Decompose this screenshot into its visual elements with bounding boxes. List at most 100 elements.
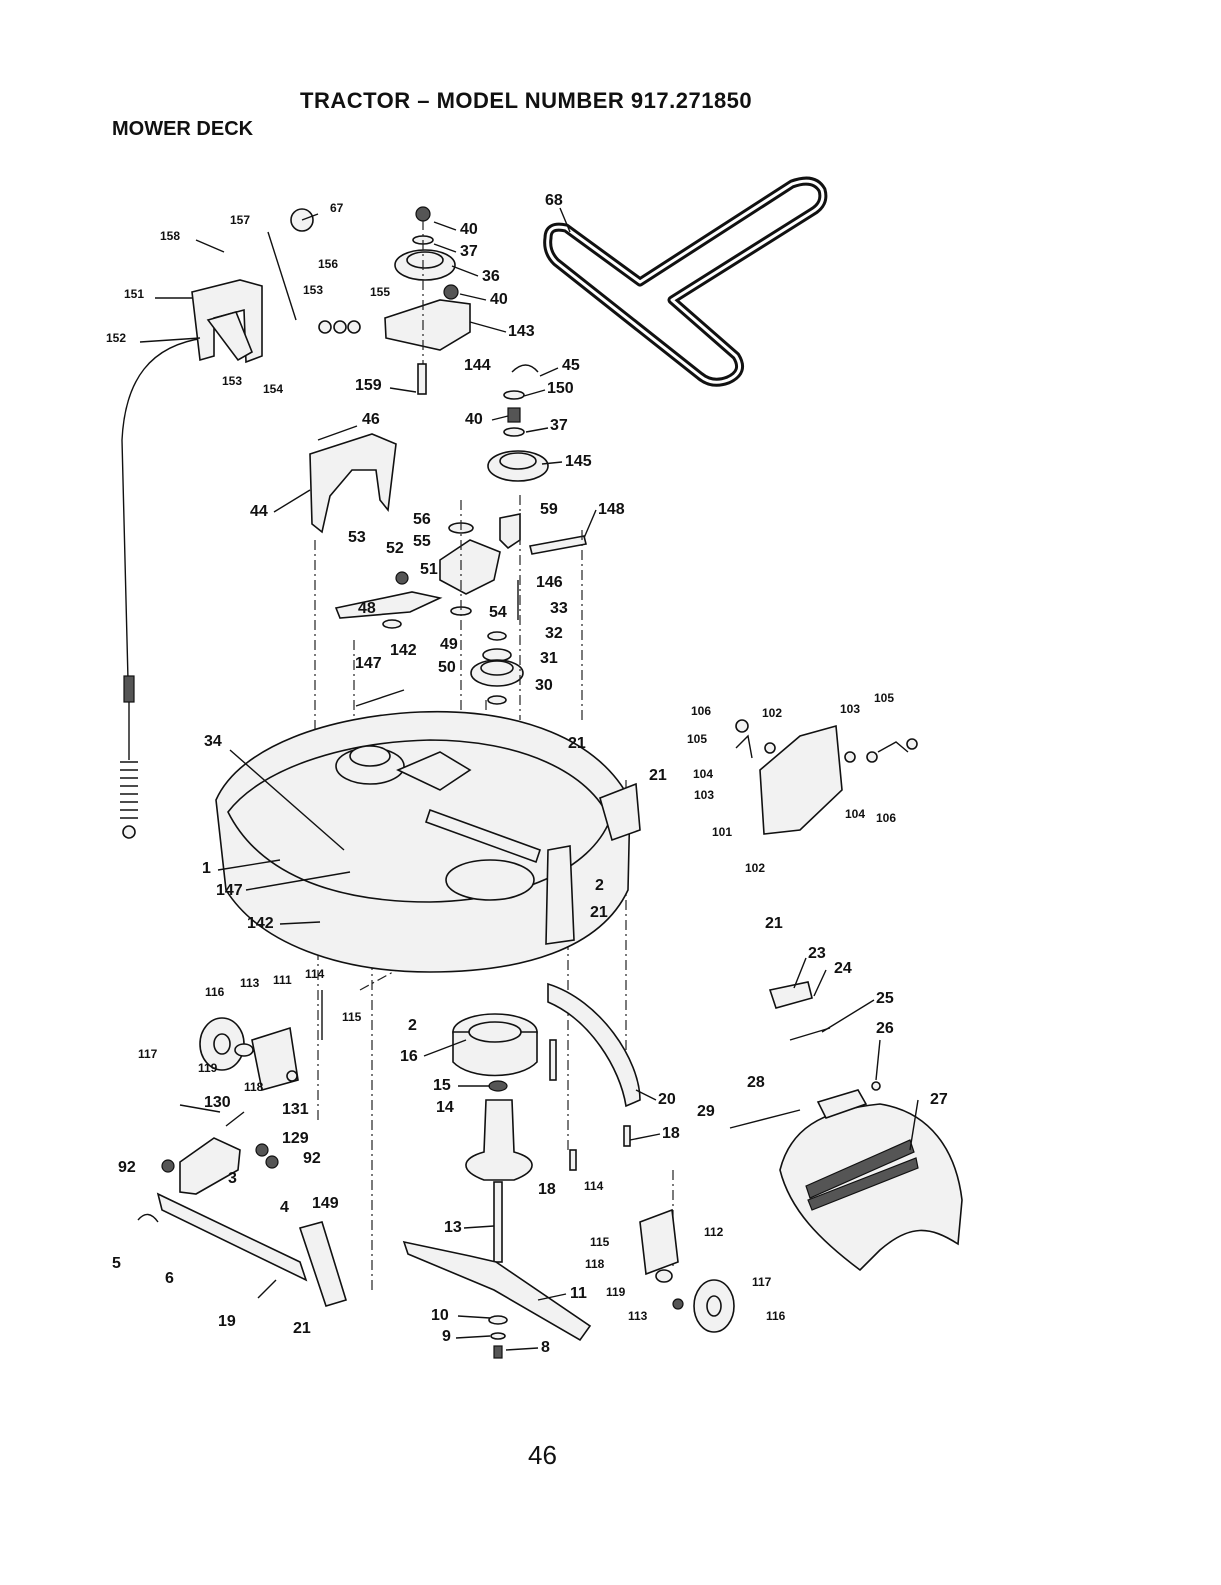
part-callout-118: 118	[244, 1080, 264, 1094]
part-callout-104: 104	[845, 807, 865, 821]
part-callout-21: 21	[293, 1320, 311, 1337]
idler-pulley-assembly	[384, 206, 471, 395]
part-callout-147: 147	[355, 655, 382, 672]
part-callout-151: 151	[124, 287, 144, 301]
part-callout-145: 145	[565, 453, 592, 470]
part-callout-40: 40	[465, 411, 483, 428]
part-callout-46: 46	[362, 411, 380, 428]
part-callout-116: 116	[205, 985, 225, 999]
part-callout-21: 21	[590, 904, 608, 921]
part-callout-155: 155	[370, 285, 390, 299]
part-callout-152: 152	[106, 331, 126, 345]
part-callout-2: 2	[595, 877, 604, 894]
part-callout-3: 3	[228, 1170, 237, 1187]
part-callout-157: 157	[230, 213, 250, 227]
part-callout-154: 154	[263, 382, 283, 396]
part-callout-159: 159	[355, 377, 382, 394]
part-callout-16: 16	[400, 1048, 418, 1065]
part-callout-101: 101	[712, 825, 732, 839]
part-callout-54: 54	[489, 604, 507, 621]
part-callout-150: 150	[547, 380, 574, 397]
part-callout-23: 23	[808, 945, 826, 962]
part-callout-153: 153	[303, 283, 323, 297]
part-callout-67: 67	[330, 201, 344, 215]
part-callout-130: 130	[204, 1094, 231, 1111]
callout-leaders	[139, 207, 919, 1351]
part-callout-56: 56	[413, 511, 431, 528]
part-callout-115: 115	[590, 1235, 610, 1249]
part-callout-117: 117	[752, 1275, 772, 1289]
part-callout-153: 153	[222, 374, 242, 388]
part-callout-36: 36	[482, 268, 500, 285]
part-callout-6: 6	[165, 1270, 174, 1287]
part-callout-18: 18	[662, 1125, 680, 1142]
part-callout-103: 103	[694, 788, 714, 802]
part-callout-92: 92	[118, 1159, 136, 1176]
part-callout-102: 102	[745, 861, 765, 875]
part-callout-4: 4	[280, 1199, 289, 1216]
center-pulley-31	[470, 631, 524, 705]
part-callout-112: 112	[704, 1225, 724, 1239]
part-callout-5: 5	[112, 1255, 121, 1272]
part-callout-143: 143	[508, 323, 535, 340]
part-callout-19: 19	[218, 1313, 236, 1330]
part-callout-156: 156	[318, 257, 338, 271]
part-callout-26: 26	[876, 1020, 894, 1037]
part-callout-18: 18	[538, 1181, 556, 1198]
v-belt-68	[543, 176, 828, 387]
part-callout-147: 147	[216, 882, 243, 899]
part-callout-21: 21	[568, 735, 586, 752]
part-callout-158: 158	[160, 229, 180, 243]
part-callout-119: 119	[606, 1285, 626, 1299]
part-callout-104: 104	[693, 767, 713, 781]
part-callout-25: 25	[876, 990, 894, 1007]
part-callout-24: 24	[834, 960, 852, 977]
part-callout-117: 117	[138, 1047, 158, 1061]
page-title: TRACTOR – MODEL NUMBER 917.271850	[300, 88, 753, 113]
part-callout-29: 29	[697, 1103, 715, 1120]
part-callout-149: 149	[312, 1195, 339, 1212]
part-callout-51: 51	[420, 561, 438, 578]
part-callout-10: 10	[431, 1307, 449, 1324]
rear-hanger-20	[547, 982, 735, 1333]
part-callout-30: 30	[535, 677, 553, 694]
part-callout-105: 105	[687, 732, 707, 746]
part-callout-92: 92	[303, 1150, 321, 1167]
idler-arm-55	[439, 513, 587, 620]
part-callout-13: 13	[444, 1219, 462, 1236]
part-callout-113: 113	[628, 1309, 648, 1323]
lift-bracket-151	[191, 208, 361, 364]
part-callout-15: 15	[433, 1077, 451, 1094]
part-callout-11: 11	[570, 1285, 587, 1302]
part-callout-142: 142	[390, 642, 417, 659]
part-callout-44: 44	[250, 503, 268, 520]
part-callout-55: 55	[413, 533, 431, 550]
part-callout-20: 20	[658, 1091, 676, 1108]
part-callout-116: 116	[766, 1309, 786, 1323]
part-callout-21: 21	[765, 915, 783, 932]
side-deflector-101	[735, 719, 918, 835]
part-callout-9: 9	[442, 1328, 451, 1345]
part-callout-32: 32	[545, 625, 563, 642]
part-callout-105: 105	[874, 691, 894, 705]
gauge-wheel-117-left	[199, 990, 323, 1092]
part-callout-27: 27	[930, 1091, 948, 1108]
page-number: 46	[528, 1440, 557, 1470]
part-callout-33: 33	[550, 600, 568, 617]
part-callout-52: 52	[386, 540, 404, 557]
section-heading: MOWER DECK	[112, 118, 254, 140]
part-callout-68: 68	[545, 192, 563, 209]
part-callout-37: 37	[460, 243, 478, 260]
part-callout-119: 119	[198, 1061, 218, 1075]
part-callout-48: 48	[358, 600, 376, 617]
part-callout-49: 49	[440, 636, 458, 653]
part-callout-50: 50	[438, 659, 456, 676]
part-callout-103: 103	[840, 702, 860, 716]
part-callout-113: 113	[240, 976, 260, 990]
part-callout-115: 115	[342, 1010, 362, 1024]
part-callout-40: 40	[490, 291, 508, 308]
part-callout-114: 114	[305, 967, 325, 981]
part-callout-114: 114	[584, 1179, 604, 1193]
